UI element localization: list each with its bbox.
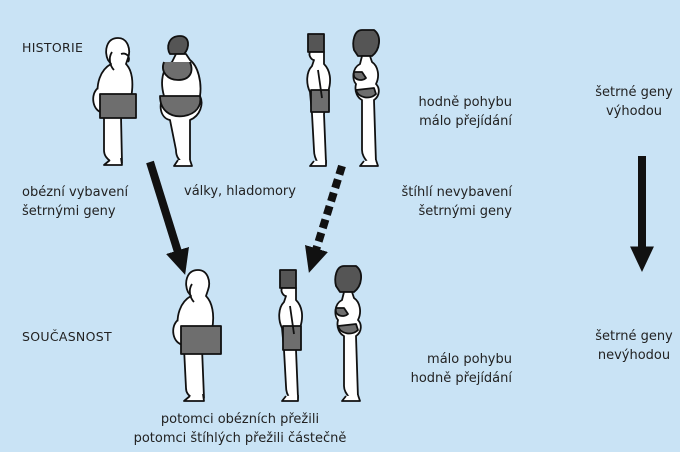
thin-lifestyle-line-2: málo přejídání xyxy=(419,114,512,129)
thin-historic-line-2: šetrnými geny xyxy=(418,204,512,219)
thrifty-now-line-2: nevýhodou xyxy=(597,348,671,363)
dashed-arrow-thin xyxy=(305,164,346,273)
obese-historic-line-1: obézní vybavení xyxy=(22,185,129,200)
obese-woman-historic-figure xyxy=(159,35,203,167)
thin-woman-present-figure xyxy=(334,265,362,402)
thin-woman-historic-figure xyxy=(352,29,380,167)
thin-historic-lifestyle-label: hodně pohybu málo přejídání xyxy=(396,93,512,131)
modern-lifestyle-line-1: málo pohybu xyxy=(427,352,512,367)
modern-lifestyle-line-2: hodně přejídání xyxy=(410,371,512,386)
thin-man-present-figure xyxy=(278,269,303,402)
offspring-line-1: potomci obézních přežili xyxy=(160,412,320,427)
thrifty-now-line-1: šetrné geny xyxy=(595,329,673,344)
offspring-line-2: potomci štíhlých přežili částečně xyxy=(133,431,347,446)
thrifty-genes-advantage-label: šetrné geny výhodou xyxy=(574,83,680,121)
section-label-historie: HISTORIE xyxy=(22,40,84,55)
thrifty-genes-disadvantage-label: šetrné geny nevýhodou xyxy=(574,327,680,365)
obese-man-historic-figure xyxy=(92,37,137,166)
solid-arrow-obese xyxy=(146,160,189,275)
thin-historic-line-1: štíhlí nevybavení xyxy=(401,185,512,200)
thin-man-historic-figure xyxy=(306,33,331,167)
thrifty-then-line-1: šetrné geny xyxy=(595,85,673,100)
thrifty-then-line-2: výhodou xyxy=(605,104,663,119)
thin-historic-label: štíhlí nevybavení šetrnými geny xyxy=(380,183,512,221)
modern-lifestyle-label: málo pohybu hodně přejídání xyxy=(380,350,512,388)
thin-lifestyle-line-1: hodně pohybu xyxy=(418,95,512,110)
war-famine-label: války, hladomory xyxy=(184,184,296,199)
obese-historic-line-2: šetrnými geny xyxy=(22,204,116,219)
offspring-caption: potomci obézních přežili potomci štíhlýc… xyxy=(100,410,380,448)
obese-man-present-figure xyxy=(172,269,222,402)
section-label-soucasnost: SOUČASNOST xyxy=(22,329,112,344)
obese-historic-label: obézní vybavení šetrnými geny xyxy=(22,183,128,221)
